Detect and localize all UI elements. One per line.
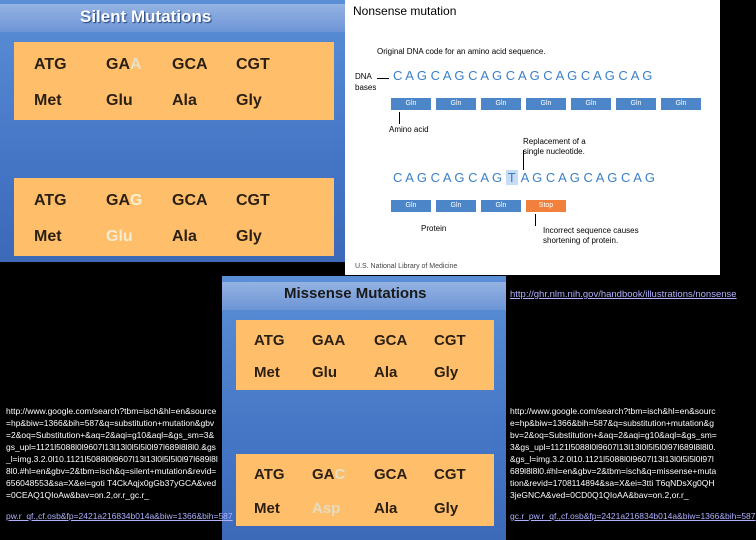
amino-acid: Met <box>34 92 62 109</box>
missense-title: Missense Mutations <box>284 285 427 302</box>
silent-mutations-panel: Silent Mutations ATG GAA GCA CGT Met Glu… <box>0 0 345 262</box>
single-nucleotide-label: single nucleotide. <box>523 147 585 156</box>
codon: ATG <box>34 192 67 209</box>
codon-mutated: GAA <box>106 56 142 73</box>
nlm-credit: U.S. National Library of Medicine <box>355 263 458 270</box>
missense-table-original: ATG GAA GCA CGT Met Glu Ala Gly <box>236 320 494 390</box>
amino-acid: Ala <box>172 92 197 109</box>
codon: ATG <box>34 56 67 73</box>
original-label: Original DNA code for an amino acid sequ… <box>377 47 546 56</box>
silent-table-mutated: ATG GAG GCA CGT Met Glu Ala Gly <box>14 178 334 256</box>
amino-acid: Met <box>254 500 280 517</box>
amino-pointer-line <box>399 112 400 124</box>
silent-title-bar: Silent Mutations <box>0 4 345 32</box>
amino-acid: Ala <box>374 364 398 381</box>
amino-gln: Gln <box>616 98 656 110</box>
amino-gln: Gln <box>391 98 431 110</box>
amino-gln: Gln <box>481 98 521 110</box>
amino-acid-label: Amino acid <box>389 125 429 134</box>
missense-mutations-panel: Missense Mutations ATG GAA GCA CGT Met G… <box>222 276 506 540</box>
amino-acid: Ala <box>374 500 398 517</box>
missense-table-mutated: ATG GAC GCA CGT Met Asp Ala Gly <box>236 454 494 526</box>
replacement-pointer-line <box>523 150 524 170</box>
silent-table-original: ATG GAA GCA CGT Met Glu Ala Gly <box>14 42 334 120</box>
amino-gln: Gln <box>481 200 521 212</box>
silent-title: Silent Mutations <box>80 7 212 26</box>
replacement-label: Replacement of a <box>523 137 586 146</box>
codon: GCA <box>374 466 408 483</box>
bases-label: bases <box>355 83 377 92</box>
amino-gln: Gln <box>436 98 476 110</box>
amino-gln: Gln <box>661 98 701 110</box>
codon: CGT <box>236 56 270 73</box>
missense-title-bar: Missense Mutations <box>222 282 506 310</box>
codon: GAA <box>312 332 346 349</box>
nonsense-title: Nonsense mutation <box>353 4 457 18</box>
amino-acid: Gly <box>434 364 459 381</box>
amino-gln: Gln <box>526 98 566 110</box>
ghr-link[interactable]: http://ghr.nlm.nih.gov/handbook/illustra… <box>510 289 737 300</box>
codon: GCA <box>374 332 408 349</box>
right-source-link[interactable]: gc.r_pw.r_qf.,cf.osb&fp=2421a216834b014a… <box>510 511 756 521</box>
codon: ATG <box>254 466 285 483</box>
amino-stop: Stop <box>526 200 566 212</box>
codon: CGT <box>434 332 466 349</box>
mutated-base: T <box>505 170 518 185</box>
incorrect-pointer-line <box>535 214 536 226</box>
amino-acid-mutated: Asp <box>312 500 341 517</box>
amino-acid: Glu <box>106 228 133 245</box>
codon: ATG <box>254 332 285 349</box>
protein-label: Protein <box>421 224 447 233</box>
amino-gln: Gln <box>436 200 476 212</box>
dna-pointer-line <box>377 78 389 79</box>
codon: GCA <box>172 56 208 73</box>
nonsense-mutation-diagram: Nonsense mutation Original DNA code for … <box>345 0 720 275</box>
incorrect-label: Incorrect sequence causes <box>543 226 639 235</box>
dna-mutated-sequence: C A G C A G C A G T A G C A G C A G C A … <box>393 170 655 185</box>
dna-original-sequence: C A G C A G C A G C A G C A G C A G C A … <box>393 68 653 83</box>
left-source-url: http://www.google.com/search?tbm=isch&hl… <box>6 406 218 500</box>
amino-acid: Glu <box>312 364 337 381</box>
left-source-link[interactable]: pw.r_qf.,cf.osb&fp=2421a216834b014a&biw=… <box>6 511 233 521</box>
amino-acid: Met <box>34 228 62 245</box>
codon: CGT <box>434 466 466 483</box>
amino-gln: Gln <box>391 200 431 212</box>
amino-acid: Gly <box>236 228 262 245</box>
amino-acid: Gly <box>236 92 262 109</box>
codon: GCA <box>172 192 208 209</box>
codon: CGT <box>236 192 270 209</box>
amino-acid: Gly <box>434 500 459 517</box>
codon-mutated: GAC <box>312 466 346 483</box>
right-source-url: http://www.google.com/search?tbm=isch&hl… <box>510 406 717 500</box>
amino-gln: Gln <box>571 98 611 110</box>
amino-acid: Glu <box>106 92 133 109</box>
shortening-label: shortening of protein. <box>543 236 619 245</box>
dna-label: DNA <box>355 72 372 81</box>
amino-acid: Ala <box>172 228 197 245</box>
amino-acid: Met <box>254 364 280 381</box>
codon-mutated: GAG <box>106 192 143 209</box>
